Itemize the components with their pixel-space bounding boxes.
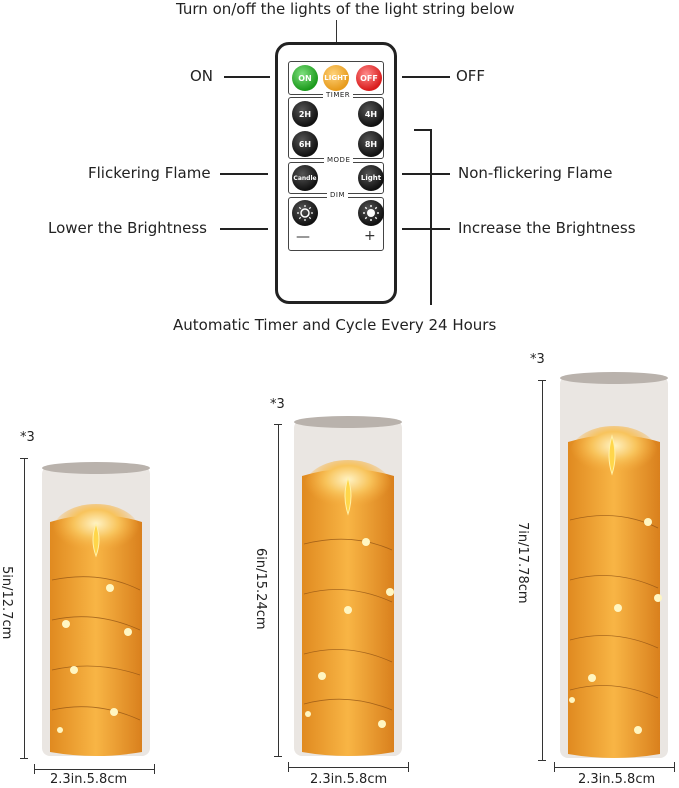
candle1-qty: *3 xyxy=(20,430,35,445)
flicker-callout: Flickering Flame xyxy=(88,164,211,182)
candle2-width-cap-right xyxy=(408,762,409,772)
candle3-qty: *3 xyxy=(530,352,545,367)
candle3-height-cap-top xyxy=(538,380,546,381)
minus-sign: — xyxy=(296,229,310,245)
candle3-width-line xyxy=(554,767,674,768)
candle2-width-label: 2.3in.5.8cm xyxy=(310,772,388,787)
auto-timer-callout: Automatic Timer and Cycle Every 24 Hours xyxy=(173,316,497,334)
candle1-width-cap-left xyxy=(34,764,35,774)
off-callout-line xyxy=(402,76,450,78)
candle1-width-cap-right xyxy=(154,764,155,774)
candle3-height-cap-bottom xyxy=(538,760,546,761)
remote-control: ON LIGHT OFF TIMER 2H 4H 6H 8H MODE Cand… xyxy=(275,42,397,304)
top-caption: Turn on/off the lights of the light stri… xyxy=(176,0,515,18)
candle2-height-line xyxy=(278,424,279,756)
timer-2h-button[interactable]: 2H xyxy=(292,101,318,127)
candle1-height-line xyxy=(24,458,25,758)
timer-bracket-top xyxy=(414,129,432,131)
timer-bracket-vertical xyxy=(430,129,432,305)
flicker-callout-line xyxy=(220,173,268,175)
candle2-height-cap-top xyxy=(274,424,282,425)
candle2-height-label: 6in/15.24cm xyxy=(253,548,268,630)
candle-mode-button[interactable]: Candle xyxy=(292,165,318,191)
dim-label: DIM xyxy=(327,191,348,199)
on-button[interactable]: ON xyxy=(292,65,318,91)
increase-brightness-callout: Increase the Brightness xyxy=(458,219,636,237)
sun-dim-icon xyxy=(297,205,313,221)
off-callout: OFF xyxy=(456,67,486,85)
increase-callout-line xyxy=(402,228,450,230)
candle3-image xyxy=(560,372,668,758)
candle1-height-label: 5in/12.7cm xyxy=(0,566,14,640)
candle1-width-label: 2.3in.5.8cm xyxy=(50,772,128,787)
candle1-height-cap-bottom xyxy=(20,758,28,759)
candle1-width-line xyxy=(34,769,154,770)
candle3-height-line xyxy=(542,380,543,760)
candle2-height-cap-bottom xyxy=(274,756,282,757)
mode-label: MODE xyxy=(324,156,354,164)
light-button[interactable]: LIGHT xyxy=(323,65,349,91)
candle2-qty: *3 xyxy=(270,397,285,412)
on-callout: ON xyxy=(190,67,214,85)
timer-8h-button[interactable]: 8H xyxy=(358,131,384,157)
top-caption-pointer xyxy=(336,20,337,42)
dim-down-button[interactable] xyxy=(292,200,318,226)
dim-up-button[interactable] xyxy=(358,200,384,226)
candle2-width-cap-left xyxy=(288,762,289,772)
sun-bright-icon xyxy=(363,205,379,221)
candle2-image xyxy=(294,416,402,756)
on-callout-line xyxy=(224,76,270,78)
lower-callout-line xyxy=(220,228,268,230)
off-button[interactable]: OFF xyxy=(356,65,382,91)
candle1-height-cap-top xyxy=(20,458,28,459)
lower-brightness-callout: Lower the Brightness xyxy=(48,219,207,237)
candle2-width-line xyxy=(288,767,408,768)
candle3-width-label: 2.3in.5.8cm xyxy=(578,772,656,787)
non-flicker-callout-line xyxy=(402,173,450,175)
timer-4h-button[interactable]: 4H xyxy=(358,101,384,127)
light-mode-button[interactable]: Light xyxy=(358,165,384,191)
non-flicker-callout: Non-flickering Flame xyxy=(458,164,613,182)
candle3-height-label: 7in/17.78cm xyxy=(515,522,530,604)
candle3-width-cap-left xyxy=(554,762,555,772)
candle3-width-cap-right xyxy=(674,762,675,772)
timer-label: TIMER xyxy=(323,91,354,99)
candle1-image xyxy=(42,462,150,756)
timer-6h-button[interactable]: 6H xyxy=(292,131,318,157)
plus-sign: + xyxy=(364,228,376,244)
